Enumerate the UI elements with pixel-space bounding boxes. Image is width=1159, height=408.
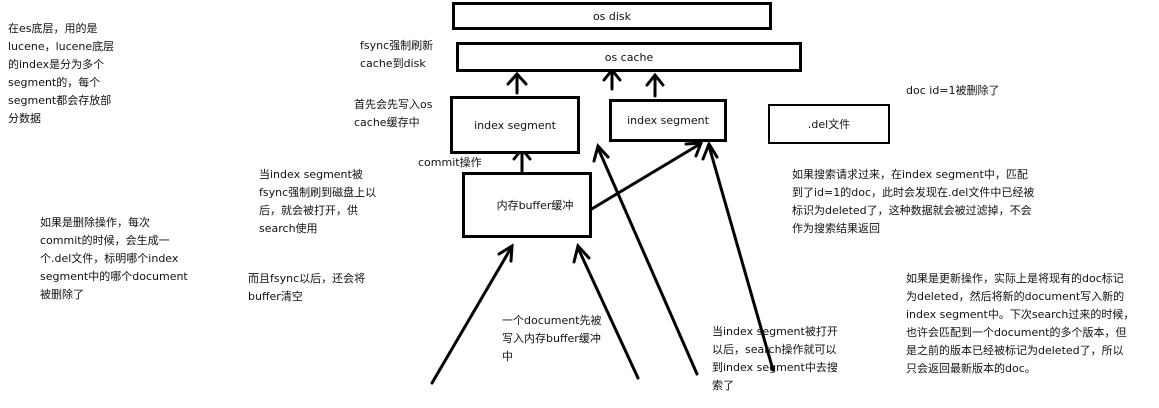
arrow-search-1 — [576, 246, 640, 380]
note-clear-buffer: 而且fsync以后，还会将 buffer清空 — [248, 272, 366, 303]
os-disk-box: os disk — [452, 2, 772, 30]
note-doc-deleted: doc id=1被删除了 — [906, 84, 1000, 97]
note-fsync-flush: fsync强制刷新 cache到disk — [360, 39, 434, 70]
note-write-cache: 首先会先写入os cache缓存中 — [354, 98, 433, 129]
index-segment-2-label: index segment — [627, 114, 709, 127]
del-file-label: .del文件 — [807, 118, 851, 131]
del-file-box: .del文件 — [768, 104, 890, 144]
index-segment-2-box: index segment — [609, 99, 727, 142]
index-segment-1-box: index segment — [450, 96, 580, 154]
note-fsync-open: 当index segment被 fsync强制刷到磁盘上以 后，就会被打开，供 … — [259, 168, 377, 235]
note-delete-op: 如果是删除操作，每次 commit的时候，会生成一 个.del文件，标明哪个in… — [40, 216, 188, 301]
note-lucene: 在es底层，用的是 lucene，lucene底层 的index是分为多个 se… — [8, 22, 115, 125]
memory-buffer-box: 内存buffer缓冲 — [462, 172, 592, 238]
arrow-search-3 — [707, 144, 775, 372]
arrow-search-2 — [596, 146, 699, 376]
note-update-op: 如果是更新操作，实际上是将现有的doc标记 为deleted，然后将新的docu… — [906, 272, 1135, 375]
memory-buffer-label: 内存buffer缓冲 — [496, 199, 574, 212]
arrow-buffer-to-seg2 — [583, 142, 702, 215]
os-cache-box: os cache — [456, 42, 802, 72]
note-search-open: 当index segment被打开 以后，search操作就可以 到index … — [712, 325, 838, 392]
note-doc-write: 一个document先被 写入内存buffer缓冲 中 — [502, 314, 602, 363]
note-commit: commit操作 — [418, 156, 482, 169]
note-search-filter: 如果搜索请求过来，在index segment中，匹配 到了id=1的doc，此… — [792, 168, 1035, 235]
os-disk-label: os disk — [592, 9, 632, 23]
os-cache-label: os cache — [604, 50, 654, 64]
index-segment-1-label: index segment — [474, 118, 556, 132]
arrow-doc-to-buffer — [430, 246, 513, 385]
